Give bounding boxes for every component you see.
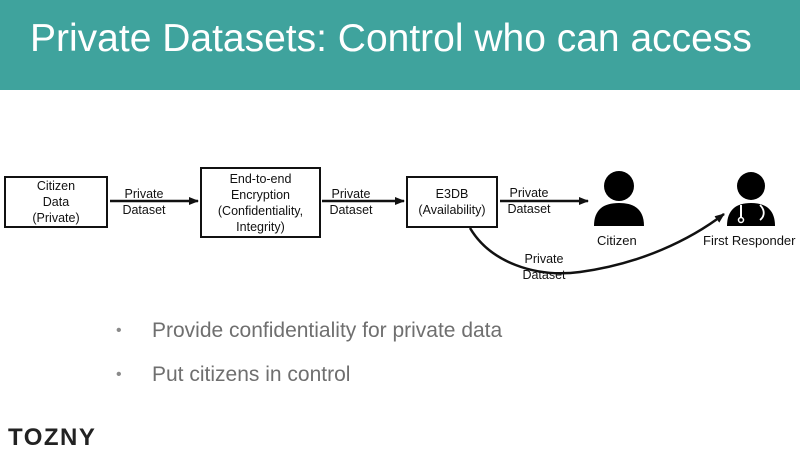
encryption-box: End-to-end Encryption (Confidentiality, … xyxy=(200,167,321,238)
citizen-label: Citizen xyxy=(597,233,637,248)
edge-label-private-dataset: Private Dataset xyxy=(316,186,386,218)
edge-label-private-dataset: Private Dataset xyxy=(509,251,579,283)
slide-title: Private Datasets: Control who can access xyxy=(30,17,752,60)
bullet-item: • Put citizens in control xyxy=(116,360,502,404)
citizen-data-box: Citizen Data (Private) xyxy=(4,176,108,228)
edge-label-private-dataset: Private Dataset xyxy=(494,185,564,217)
person-icon xyxy=(594,171,644,226)
edge-label-line: Private xyxy=(524,252,564,266)
node-line: Encryption xyxy=(230,187,291,202)
node-line: Citizen xyxy=(36,179,76,193)
arrow-e3db-to-first-responder xyxy=(468,213,725,275)
node-line: E3DB xyxy=(435,187,469,201)
edge-label-private-dataset: Private Dataset xyxy=(109,186,179,218)
node-line: Data xyxy=(42,195,70,209)
first-responder-label: First Responder xyxy=(703,233,796,248)
node-line: (Confidentiality, xyxy=(217,203,304,218)
edge-label-line: Dataset xyxy=(507,202,551,216)
doctor-icon xyxy=(727,172,775,226)
title-bar: Private Datasets: Control who can access xyxy=(0,0,800,90)
bullet-text: Provide confidentiality for private data xyxy=(152,319,503,342)
node-line: End-to-end xyxy=(229,171,292,186)
node-line: (Private) xyxy=(32,211,80,225)
bullet-list: • Provide confidentiality for private dat… xyxy=(116,316,502,404)
e3db-box: E3DB (Availability) xyxy=(406,176,498,228)
edge-label-line: Private xyxy=(124,187,164,201)
node-line: (Availability) xyxy=(418,203,486,217)
edge-label-line: Dataset xyxy=(329,203,373,217)
node-line: Integrity) xyxy=(236,219,285,234)
edge-label-line: Private xyxy=(509,186,549,200)
bullet-dot-icon: • xyxy=(116,366,122,383)
bullet-item: • Provide confidentiality for private dat… xyxy=(116,316,502,360)
bullet-text: Put citizens in control xyxy=(152,363,351,386)
edge-label-line: Dataset xyxy=(122,203,166,217)
edge-label-line: Dataset xyxy=(522,268,566,282)
edge-label-line: Private xyxy=(331,187,371,201)
bullet-dot-icon: • xyxy=(116,322,122,339)
tozny-logo: TOZNY xyxy=(8,424,97,451)
